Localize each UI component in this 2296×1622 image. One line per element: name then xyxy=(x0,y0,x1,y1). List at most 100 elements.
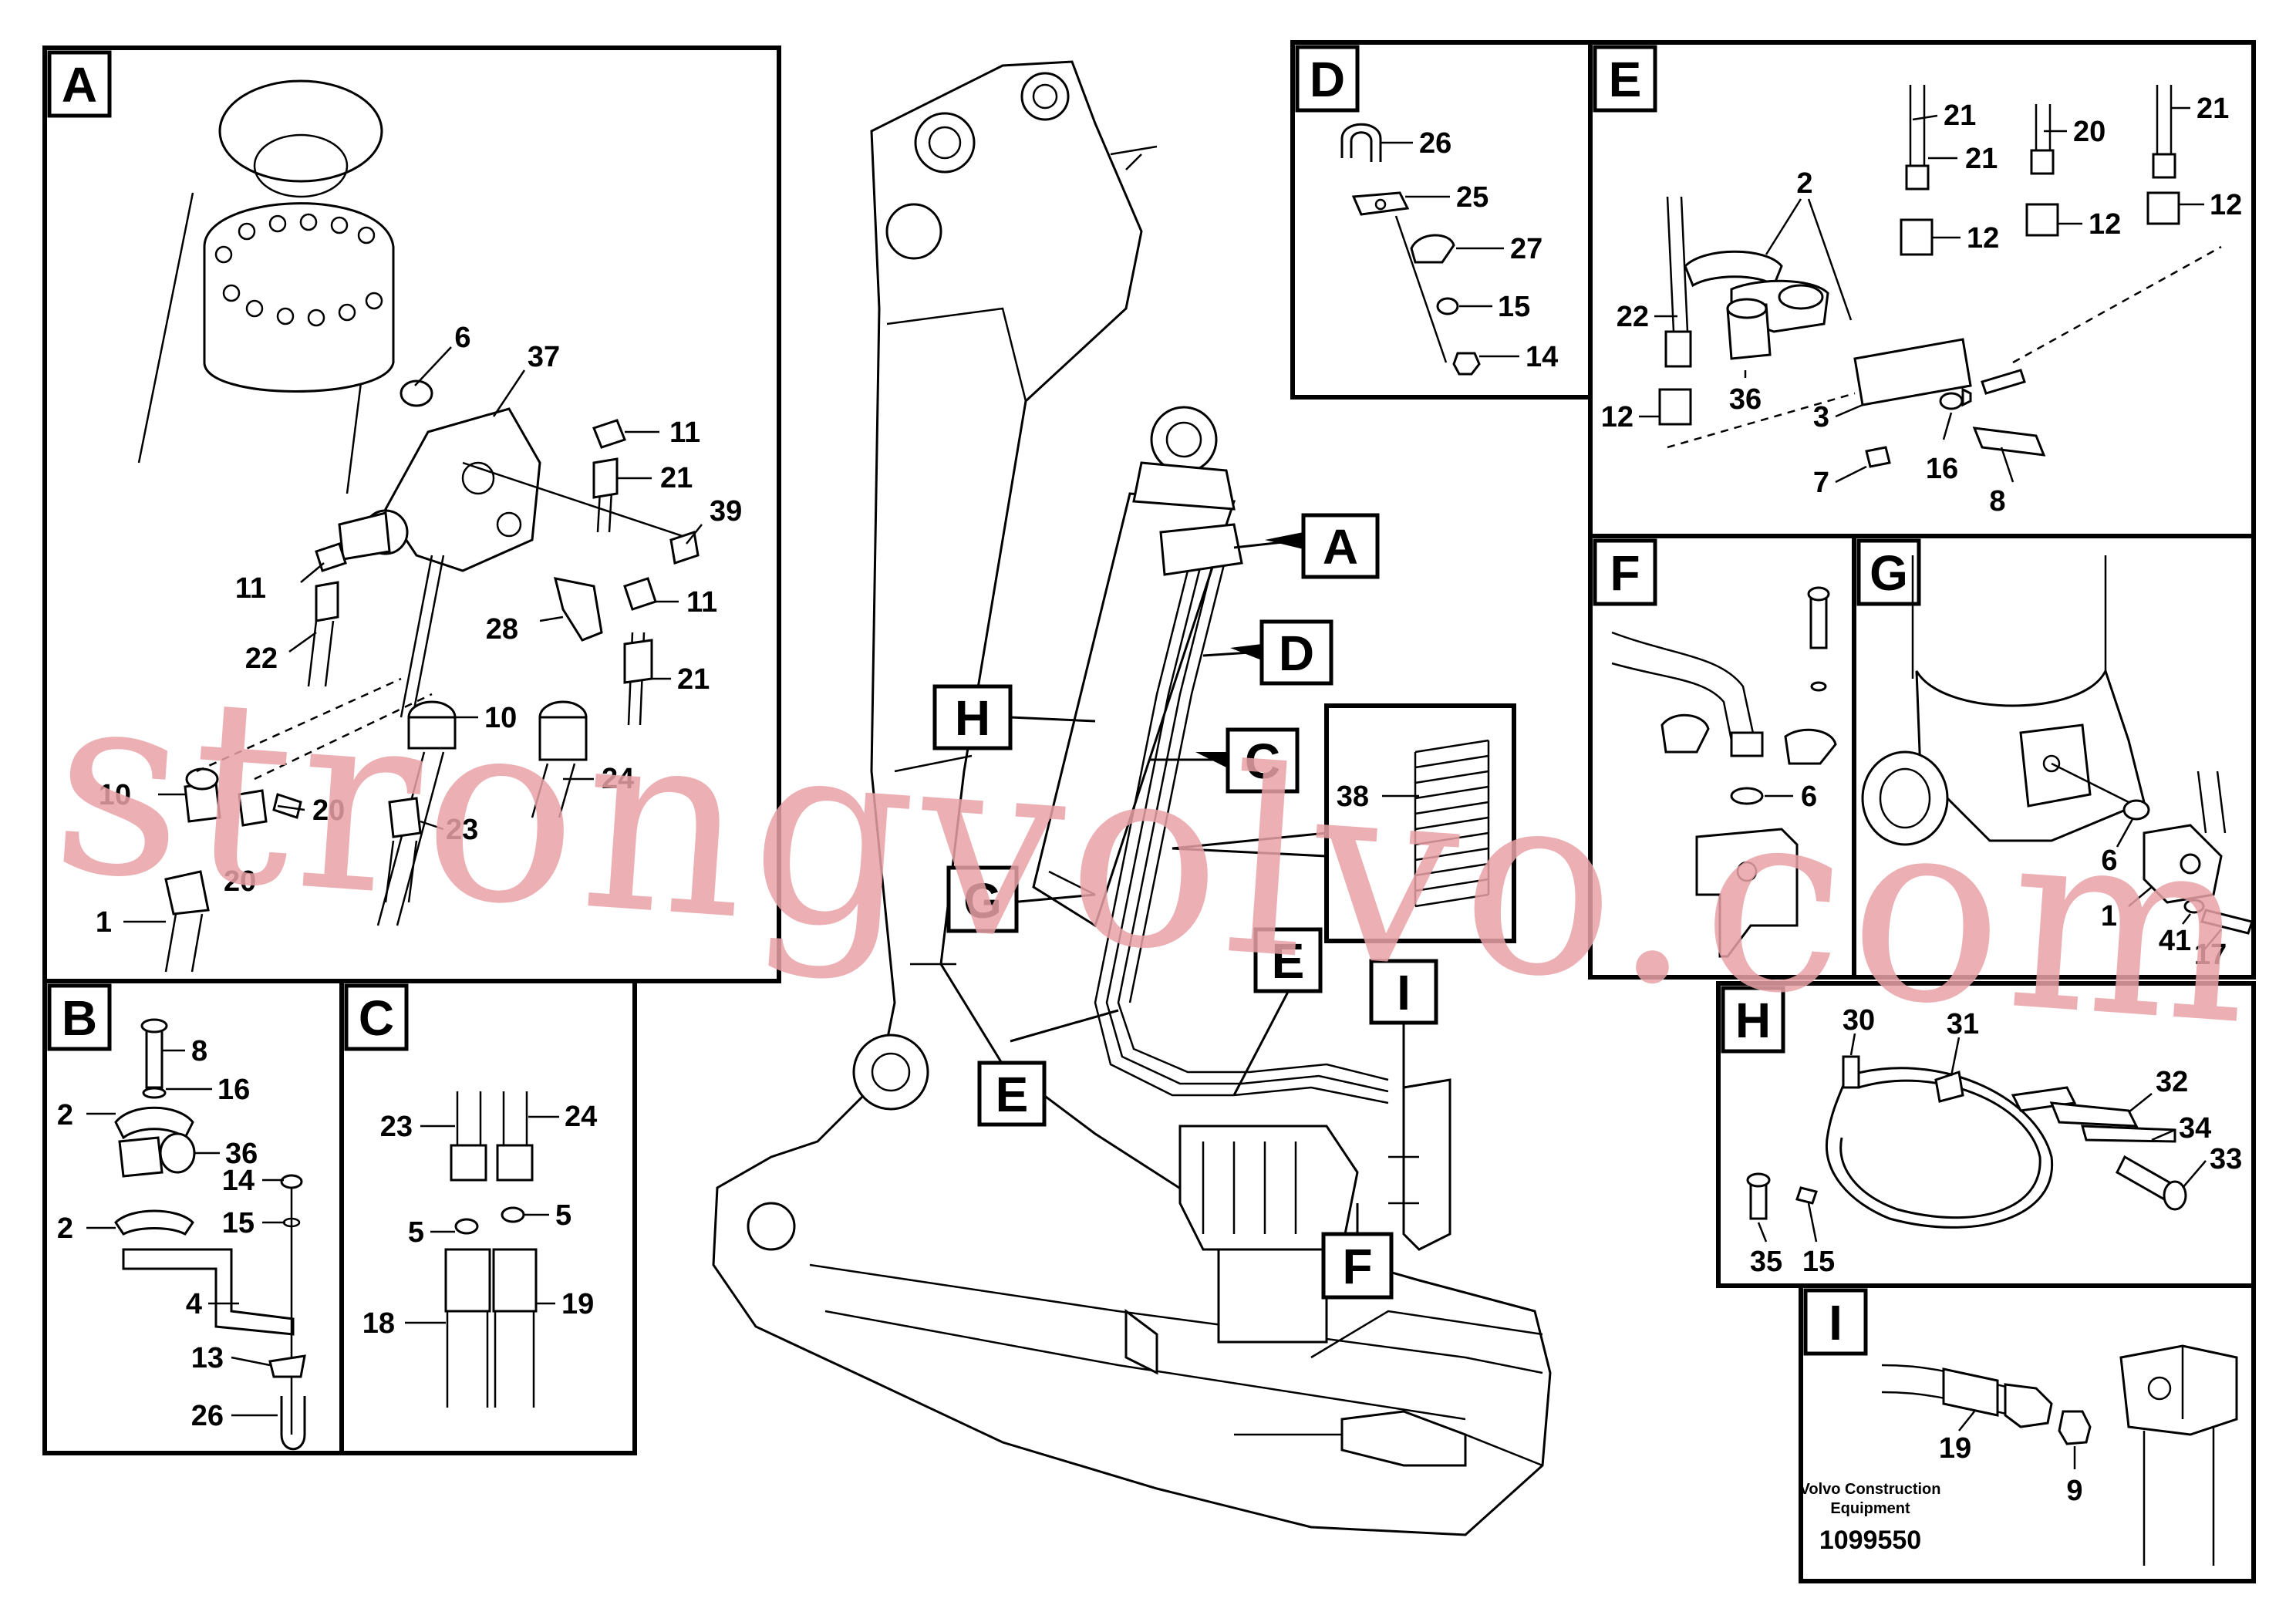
panel-h-letter: H xyxy=(1735,993,1771,1048)
panel-a-drawing xyxy=(137,79,700,973)
label-a-23: 23 xyxy=(446,814,478,846)
panel-c-frame xyxy=(339,979,637,1455)
drawing-number: 1099550 xyxy=(1819,1526,1921,1555)
spring-coil xyxy=(1414,739,1490,908)
label-b-16: 16 xyxy=(217,1074,250,1106)
panel-a-letter: A xyxy=(62,57,97,113)
label-e-20: 20 xyxy=(2073,116,2106,148)
label-a-11-left: 11 xyxy=(235,572,266,605)
label-b-36: 36 xyxy=(225,1138,258,1170)
panel-b-leaders xyxy=(86,1049,285,1417)
label-g-6: 6 xyxy=(2101,845,2117,877)
panel-h-drawing xyxy=(1746,1055,2187,1229)
panel-h-labels: 30 31 32 34 33 35 15 xyxy=(1750,1004,2242,1278)
label-a-39: 39 xyxy=(710,495,742,528)
label-a-37: 37 xyxy=(528,341,560,373)
cylinder-flange-bolts xyxy=(214,213,383,327)
label-e-12-d: 12 xyxy=(1601,401,1633,433)
label-c-18: 18 xyxy=(362,1307,395,1340)
panel-i-leaders xyxy=(1958,1411,2076,1469)
panel-e-labels: 21 20 21 2 21 12 12 12 22 36 12 3 7 16 8 xyxy=(1601,93,2243,518)
callout-i: I xyxy=(1397,965,1411,1020)
panel-d-labels: 26 25 27 15 14 xyxy=(1419,127,1558,373)
label-b-4: 4 xyxy=(186,1288,202,1320)
label-d-15: 15 xyxy=(1498,291,1530,323)
label-a-20-low: 20 xyxy=(224,865,256,898)
spring-inset: 38 xyxy=(1337,739,1490,908)
label-b-14: 14 xyxy=(222,1165,255,1197)
label-e-22: 22 xyxy=(1617,301,1649,333)
label-h-32: 32 xyxy=(2156,1066,2188,1098)
panel-c-drawing xyxy=(444,1091,538,1408)
label-g-1: 1 xyxy=(2101,900,2117,932)
label-a-10-mid: 10 xyxy=(484,702,517,734)
callout-a: A xyxy=(1323,519,1358,575)
callout-e-lower: E xyxy=(996,1067,1029,1122)
panel-g-labels: 6 1 41 17 xyxy=(2101,845,2227,971)
label-h-33: 33 xyxy=(2210,1143,2242,1175)
footer-block: Volvo Construction Equipment 1099550 xyxy=(1800,1481,1941,1555)
label-a-11-right: 11 xyxy=(686,586,717,619)
panel-d-leaders xyxy=(1381,141,1519,358)
panel-b-drawing xyxy=(114,1018,306,1451)
panel-f-letter: F xyxy=(1610,545,1640,601)
label-h-35: 35 xyxy=(1750,1246,1782,1278)
label-c-23: 23 xyxy=(380,1111,413,1143)
label-c-5-right: 5 xyxy=(555,1199,571,1232)
label-e-21-a: 21 xyxy=(1944,99,1976,132)
callout-d: D xyxy=(1279,626,1314,681)
spring-inset-frame xyxy=(1324,703,1516,943)
callout-f: F xyxy=(1342,1239,1372,1294)
label-e-36: 36 xyxy=(1729,383,1762,416)
panel-e-leaders xyxy=(1639,106,2204,484)
label-a-11-top: 11 xyxy=(669,416,700,449)
panel-i-letter: I xyxy=(1829,1295,1843,1351)
panel-d-letter: D xyxy=(1310,52,1345,107)
label-a-10-left: 10 xyxy=(99,779,131,811)
brand-line-2: Equipment xyxy=(1830,1500,1910,1517)
callout-g: G xyxy=(963,873,1002,929)
panel-d-drawing xyxy=(1340,123,1481,376)
label-a-21-top: 21 xyxy=(660,462,693,494)
panel-i-frame xyxy=(1799,1283,2256,1583)
panel-e-letter: E xyxy=(1609,52,1642,107)
label-e-21-b: 21 xyxy=(2197,93,2229,125)
label-a-1: 1 xyxy=(96,906,112,939)
label-d-25: 25 xyxy=(1456,181,1489,214)
label-b-13: 13 xyxy=(191,1342,224,1374)
panel-g-leaders xyxy=(2116,818,2222,953)
panel-g-drawing xyxy=(1861,555,2254,935)
label-i-9: 9 xyxy=(2066,1475,2082,1507)
panel-letter-tags: A B C D E F G H I xyxy=(47,45,1921,1356)
label-d-26: 26 xyxy=(1419,127,1451,160)
label-a-28: 28 xyxy=(486,613,518,646)
label-e-8: 8 xyxy=(1989,485,2005,518)
callout-h: H xyxy=(955,690,990,746)
label-e-16: 16 xyxy=(1926,453,1958,485)
panel-e-drawing xyxy=(1658,85,2222,468)
label-b-2-top: 2 xyxy=(57,1099,73,1131)
panel-g-frame xyxy=(1852,534,2256,980)
panel-a-labels: 6 37 11 21 39 11 22 28 11 21 10 24 10 20… xyxy=(96,322,742,939)
panel-g-letter: G xyxy=(1870,545,1908,601)
label-b-8: 8 xyxy=(191,1035,207,1067)
label-h-31: 31 xyxy=(1947,1008,1979,1040)
panel-i-drawing xyxy=(1881,1344,2238,1566)
panel-e-frame xyxy=(1588,40,2256,538)
panel-i-labels: 19 9 xyxy=(1939,1432,2083,1507)
label-e-12-b: 12 xyxy=(2089,208,2121,241)
label-h-30: 30 xyxy=(1843,1004,1875,1037)
label-e-21-c: 21 xyxy=(1965,143,1998,175)
label-i-19: 19 xyxy=(1939,1432,1971,1465)
label-e-3: 3 xyxy=(1813,401,1829,433)
panel-c-letter: C xyxy=(359,990,394,1046)
label-c-19: 19 xyxy=(561,1288,594,1320)
panel-b-letter: B xyxy=(62,990,97,1046)
label-c-24: 24 xyxy=(565,1101,597,1133)
label-a-22: 22 xyxy=(245,642,278,675)
label-h-34: 34 xyxy=(2179,1112,2211,1145)
panel-f-drawing xyxy=(1611,586,1837,958)
label-a-6: 6 xyxy=(454,322,470,354)
